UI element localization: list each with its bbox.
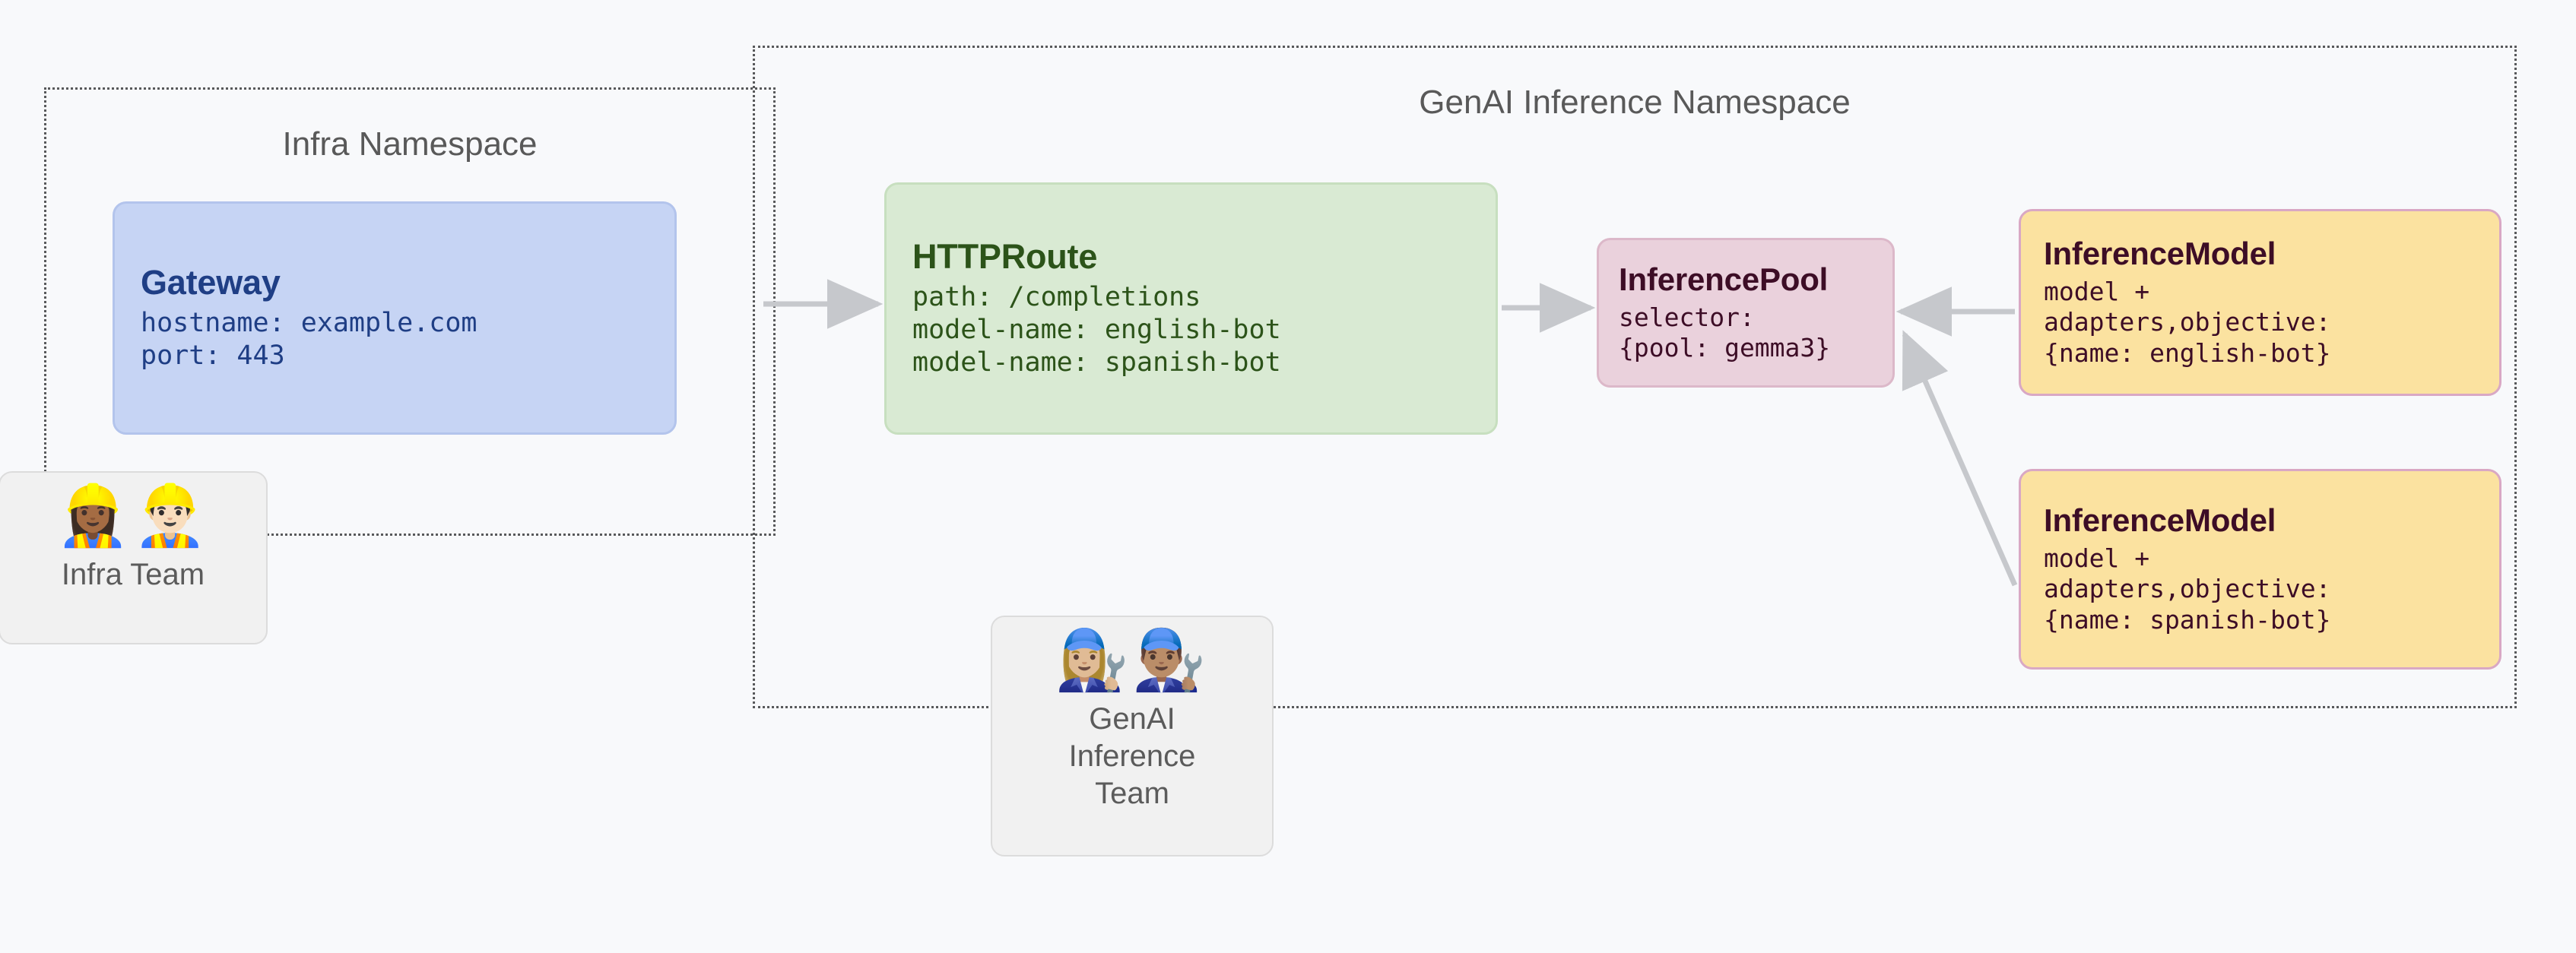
- genai-inference-team-label: GenAI Inference Team: [1068, 702, 1196, 810]
- httproute-path: path: /completions: [912, 281, 1201, 312]
- httproute-node[interactable]: HTTPRoute path: /completions model-name:…: [884, 182, 1498, 435]
- inferencemodel-spanish-node[interactable]: InferenceModel model + adapters,objectiv…: [2019, 469, 2501, 670]
- inferencemodel-english-line-3: {name: english-bot}: [2044, 338, 2331, 369]
- inferencemodel-spanish-title: InferenceModel: [2044, 502, 2276, 538]
- mechanic-icons: 👩🏼‍🔧👨🏽‍🔧: [1055, 626, 1210, 695]
- httproute-title: HTTPRoute: [912, 237, 1098, 277]
- infra-namespace-container: [44, 87, 776, 536]
- inferencemodel-spanish-line-3: {name: spanish-bot}: [2044, 605, 2331, 635]
- inferencepool-node[interactable]: InferencePool selector: {pool: gemma3}: [1597, 238, 1895, 388]
- gateway-port: port: 443: [141, 340, 285, 372]
- gateway-hostname: hostname: example.com: [141, 307, 477, 338]
- inferencemodel-english-node[interactable]: InferenceModel model + adapters,objectiv…: [2019, 209, 2501, 396]
- genai-inference-team-card[interactable]: 👩🏼‍🔧👨🏽‍🔧 GenAI Inference Team: [991, 616, 1274, 856]
- genai-inference-namespace-container: [753, 46, 2517, 708]
- gateway-node[interactable]: Gateway hostname: example.com port: 443: [113, 201, 677, 435]
- httproute-model-name-english: model-name: english-bot: [912, 314, 1281, 345]
- inferencepool-selector-label: selector:: [1619, 302, 1755, 332]
- genai-inference-namespace-title: GenAI Inference Namespace: [1419, 84, 1851, 121]
- inferencemodel-spanish-line-1: model +: [2044, 543, 2150, 573]
- inferencemodel-english-line-2: adapters,objective:: [2044, 307, 2331, 337]
- httproute-model-name-spanish: model-name: spanish-bot: [912, 347, 1281, 378]
- construction-worker-icons: 👷🏾‍♀️👷🏻‍♂️: [56, 482, 211, 550]
- inferencemodel-spanish-line-2: adapters,objective:: [2044, 574, 2331, 604]
- infra-namespace-title: Infra Namespace: [282, 125, 538, 163]
- inferencemodel-english-title: InferenceModel: [2044, 235, 2276, 271]
- infra-team-card[interactable]: 👷🏾‍♀️👷🏻‍♂️ Infra Team: [0, 471, 268, 644]
- inferencepool-selector-value: {pool: gemma3}: [1619, 333, 1831, 363]
- gateway-title: Gateway: [141, 263, 281, 302]
- inferencepool-title: InferencePool: [1619, 261, 1829, 297]
- inferencemodel-english-line-1: model +: [2044, 276, 2150, 306]
- infra-team-label: Infra Team: [61, 558, 205, 591]
